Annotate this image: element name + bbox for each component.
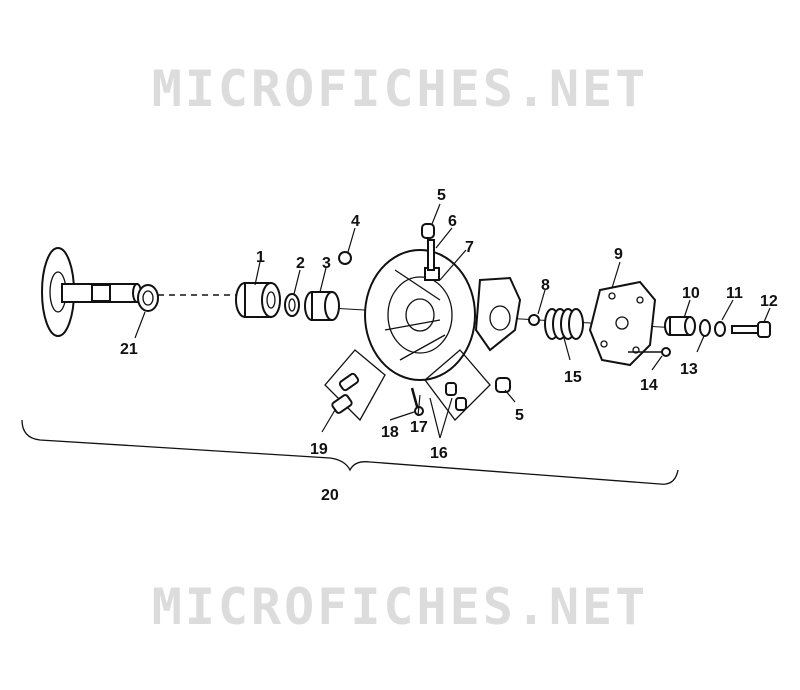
callout-18: 18 — [381, 424, 399, 441]
callout-14: 14 — [640, 377, 658, 394]
callout-10: 10 — [682, 285, 700, 302]
cam-part-8-assembly — [474, 276, 522, 352]
washer-part-11 — [714, 321, 726, 337]
nut-part-8 — [528, 314, 540, 326]
pin-part-6 — [427, 239, 435, 271]
callout-17: 17 — [410, 419, 428, 436]
moveable-sheave-part-7 — [364, 249, 476, 381]
callout-5-bottom: 5 — [515, 407, 524, 424]
cover-part-9 — [588, 280, 657, 367]
spring-part-15 — [544, 308, 584, 340]
bolt-part-12 — [731, 321, 771, 338]
kit-part-16 — [424, 349, 491, 421]
callout-6: 6 — [448, 213, 457, 230]
callout-3: 3 — [322, 255, 331, 272]
ring-part-2 — [284, 293, 300, 317]
callout-11: 11 — [726, 285, 743, 302]
roller-part-5-bottom — [495, 377, 511, 393]
washer-part-13 — [699, 319, 711, 337]
callout-7: 7 — [465, 239, 474, 256]
watermark-top: MICROFICHES.NET — [151, 60, 649, 118]
driven-sheave-shaft — [41, 247, 142, 337]
callout-2: 2 — [296, 255, 305, 272]
watermark-bottom: MICROFICHES.NET — [151, 578, 649, 636]
washer-part-21 — [137, 284, 159, 312]
bushing-part-1 — [235, 282, 281, 318]
callout-12: 12 — [760, 293, 778, 310]
callout-15: 15 — [564, 369, 582, 386]
screw-part-14 — [628, 347, 671, 357]
callout-5-top: 5 — [437, 187, 446, 204]
callout-4: 4 — [351, 213, 360, 230]
assembly-bracket-20 — [21, 419, 679, 485]
callout-13: 13 — [680, 361, 698, 378]
callout-21: 21 — [120, 341, 138, 358]
callout-9: 9 — [614, 246, 623, 263]
bushing-part-10 — [664, 316, 696, 336]
nut-part-4 — [338, 251, 352, 265]
bolt-part-18 — [410, 387, 424, 416]
callout-19: 19 — [310, 441, 328, 458]
callout-20: 20 — [321, 487, 339, 504]
leader-lines — [134, 203, 771, 439]
callout-1: 1 — [256, 249, 265, 266]
spacer-part-3 — [304, 291, 340, 321]
callout-labels: 1 2 3 4 5 5 6 7 8 9 10 11 12 13 14 15 16… — [120, 187, 778, 504]
shoe-kit-part-19 — [324, 349, 386, 422]
callout-16: 16 — [430, 445, 448, 462]
roller-part-5-top — [421, 223, 435, 239]
callout-8: 8 — [541, 277, 550, 294]
